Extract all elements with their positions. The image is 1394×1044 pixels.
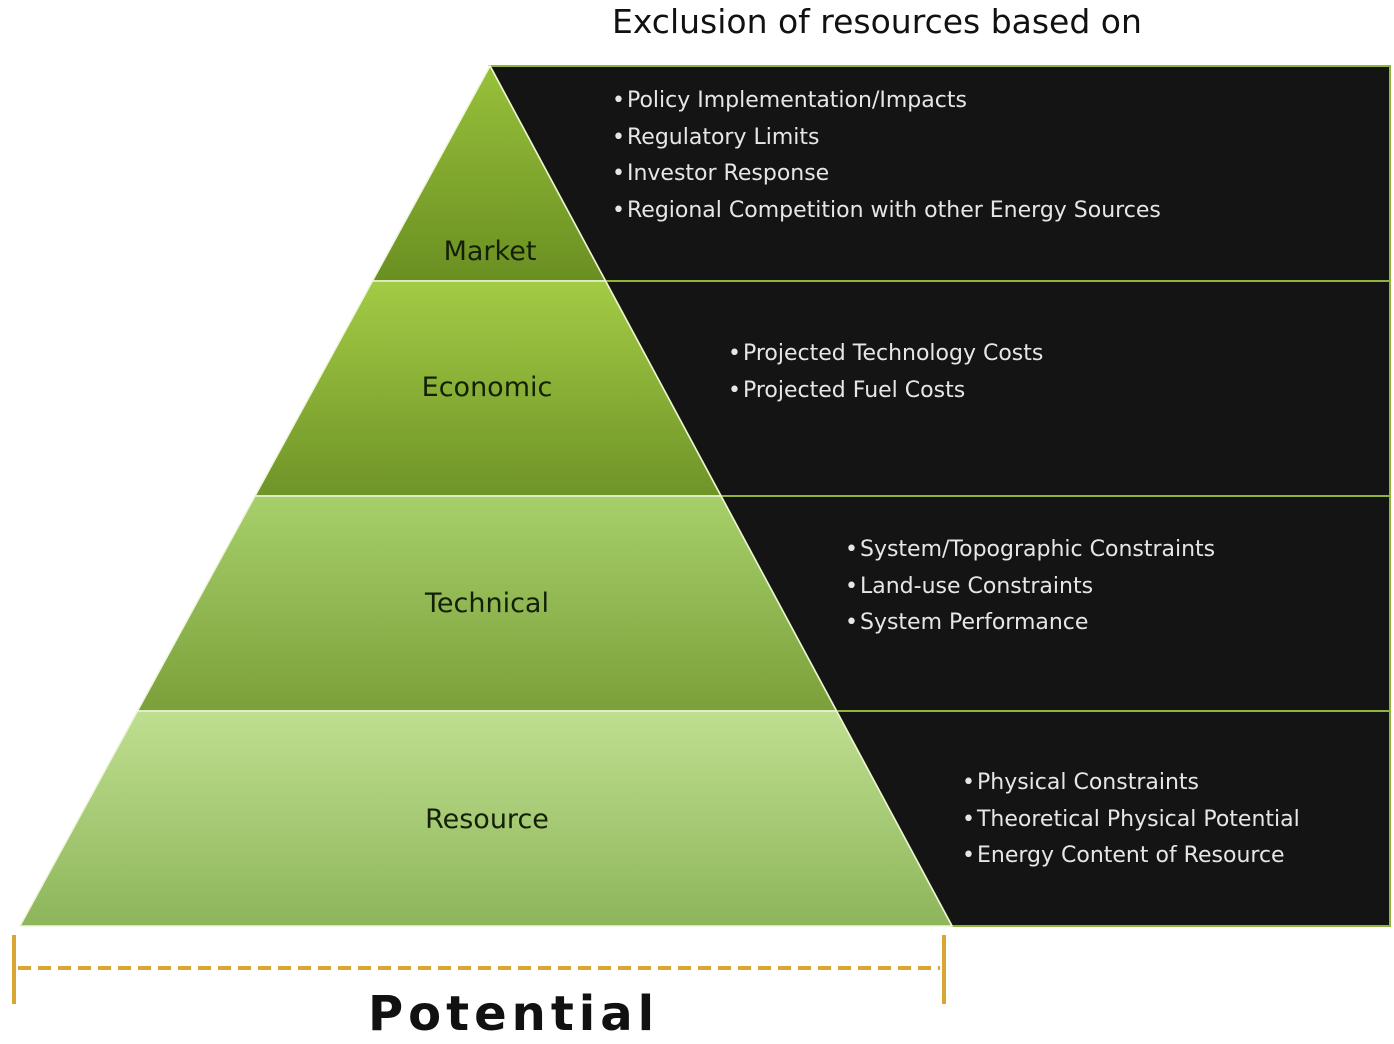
market-criteria-list: Policy Implementation/Impacts Regulatory… bbox=[612, 83, 1161, 229]
criteria-item: Physical Constraints bbox=[962, 765, 1300, 802]
economic-criteria-list: Projected Technology Costs Projected Fue… bbox=[728, 336, 1043, 409]
criteria-item: Investor Response bbox=[612, 156, 1161, 193]
tier-label-market: Market bbox=[443, 236, 537, 267]
criteria-item: System Performance bbox=[845, 605, 1215, 642]
tier-resource bbox=[18, 710, 954, 927]
criteria-item: System/Topographic Constraints bbox=[845, 532, 1215, 569]
diagram-title: Exclusion of resources based on bbox=[612, 2, 1142, 41]
tier-label-resource: Resource bbox=[425, 804, 549, 835]
potential-bracket bbox=[12, 935, 946, 1004]
criteria-item: Theoretical Physical Potential bbox=[962, 802, 1300, 839]
tier-label-technical: Technical bbox=[425, 588, 549, 619]
criteria-item: Regulatory Limits bbox=[612, 120, 1161, 157]
criteria-item: Projected Fuel Costs bbox=[728, 373, 1043, 410]
criteria-item: Projected Technology Costs bbox=[728, 336, 1043, 373]
criteria-item: Energy Content of Resource bbox=[962, 838, 1300, 875]
tier-label-economic: Economic bbox=[421, 372, 553, 403]
technical-criteria-list: System/Topographic Constraints Land-use … bbox=[845, 532, 1215, 642]
criteria-item: Regional Competition with other Energy S… bbox=[612, 193, 1161, 230]
potential-axis-label: Potential bbox=[368, 986, 660, 1042]
resource-criteria-list: Physical Constraints Theoretical Physica… bbox=[962, 765, 1300, 875]
criteria-item: Land-use Constraints bbox=[845, 569, 1215, 606]
criteria-item: Policy Implementation/Impacts bbox=[612, 83, 1161, 120]
